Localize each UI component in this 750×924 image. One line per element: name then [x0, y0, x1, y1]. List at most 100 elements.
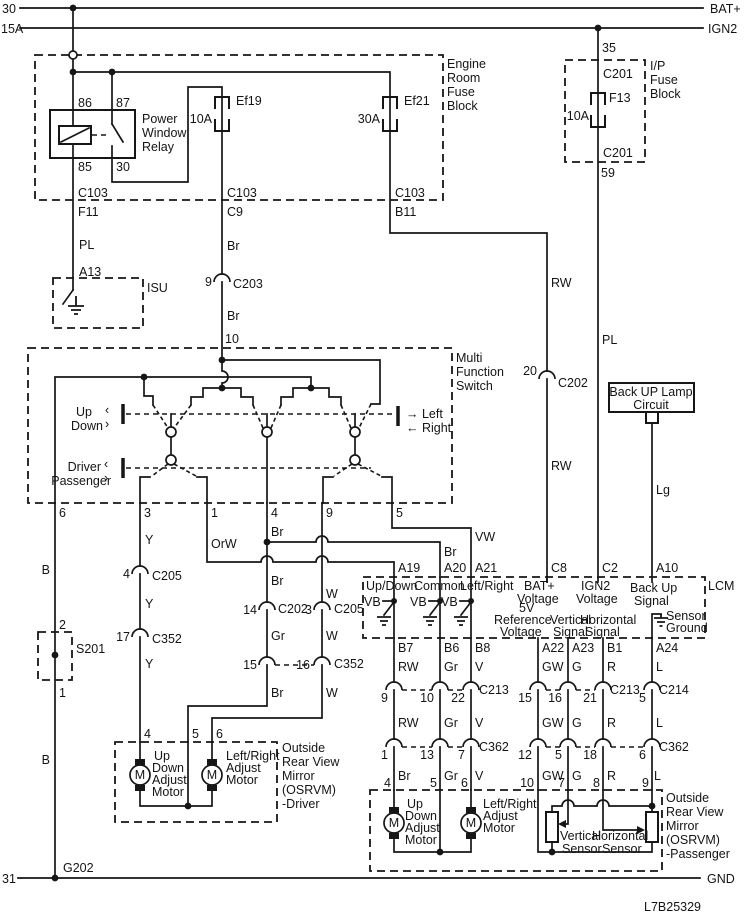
- connector-c205-3-arc: [313, 601, 331, 611]
- mfs-pin-9: 9: [326, 506, 333, 520]
- lcm-pin-c8: C8: [551, 561, 567, 575]
- drv-pin-4: 4: [144, 727, 151, 741]
- rail-31-label: 31: [2, 872, 16, 886]
- relay-label-2: Window: [142, 126, 187, 140]
- mfs-return-net: [54, 376, 342, 504]
- engine-block-label-3: Fuse: [447, 85, 475, 99]
- relay-label-3: Relay: [142, 140, 175, 154]
- wire-g-3: G: [572, 769, 582, 783]
- conn-c205-3-name: C205: [334, 602, 364, 616]
- wire-rw-2: RW: [551, 459, 572, 473]
- osrvm-driver-box: [114, 741, 278, 823]
- mfs-pin-6: 6: [59, 506, 66, 520]
- horiz-sensor-label-2: Sensor: [602, 842, 642, 856]
- rail-bat-label: BAT+: [710, 2, 741, 16]
- lcm-ign2-1: IGN2: [581, 579, 610, 593]
- pass-pin-4: 4: [384, 776, 391, 790]
- wire-orw: OrW: [211, 537, 237, 551]
- lcm-backup-2: Signal: [634, 594, 669, 608]
- wire-br-6: Br: [398, 769, 411, 783]
- rail-30-label: 30: [2, 2, 16, 16]
- conn-c103-f11-b: F11: [78, 205, 99, 219]
- coupler-tick-bars: [121, 404, 400, 478]
- isu-box: [52, 277, 144, 329]
- wires: [17, 7, 704, 879]
- relay-coil-slash: [59, 126, 91, 144]
- mfs-pin-stubs: [139, 476, 393, 504]
- dashed-couplers: [92, 134, 644, 748]
- engine-block-label-2: Room: [447, 71, 480, 85]
- mfs-updown-mark-2: ›: [105, 417, 109, 431]
- horizontal-sensor-wiper-arrow: [637, 826, 645, 834]
- conn-c103-b11-a: C103: [395, 186, 425, 200]
- mfs-pin-1: 1: [211, 506, 218, 520]
- conn-c213-pin-16: 16: [548, 691, 562, 705]
- engine-block-label-1: Engine: [447, 57, 486, 71]
- drv-motor2-label-3: Motor: [226, 773, 258, 787]
- fuse-f13-symbol: [590, 92, 606, 128]
- ip-fuse-block-box: [564, 59, 646, 163]
- drv-motor1-m: M: [135, 768, 145, 782]
- mfs-leftright-label-1: → Left: [406, 407, 443, 421]
- conn-c362-pin-18: 18: [583, 748, 597, 762]
- wire-y-1: Y: [145, 533, 154, 547]
- wire-y-3: Y: [145, 657, 154, 671]
- fuse-ef19-name: Ef19: [236, 94, 262, 108]
- connector-row-c213-c214-arcs: [385, 681, 661, 691]
- conn-c213-pin-9: 9: [381, 691, 388, 705]
- wire-l-1: L: [656, 660, 663, 674]
- relay-pin-30: 30: [116, 160, 130, 174]
- conn-c103-c9-b: C9: [227, 205, 243, 219]
- conn-c103-c9-a: C103: [227, 186, 257, 200]
- conn-c213-pin-22: 22: [451, 691, 465, 705]
- mfs-pin-3: 3: [144, 506, 151, 520]
- lcm-label: LCM: [708, 579, 734, 593]
- relay-switch-wires: [110, 86, 223, 183]
- lcm-vb-ground-icon-1: [377, 616, 391, 626]
- bat-feed-wires: [72, 7, 391, 291]
- lcm-output-columns: [393, 637, 653, 791]
- vert-sensor-label-1: Vertical: [560, 829, 601, 843]
- drv-box-label-2: Rear View: [282, 755, 340, 769]
- lcm-5v: 5V: [519, 601, 535, 615]
- s201-label: S201: [76, 642, 105, 656]
- pass-pin-10: 10: [520, 776, 534, 790]
- conn-c103-b11-b: B11: [395, 205, 416, 219]
- rail-gnd-label: GND: [707, 872, 735, 886]
- fuse-ef21-name: Ef21: [404, 94, 430, 108]
- relay-pin-87: 87: [116, 96, 130, 110]
- conn-c203-pin: 9: [205, 275, 212, 289]
- wire-l-2: L: [656, 716, 663, 730]
- wire-r-1: R: [607, 660, 616, 674]
- horizontal-sensor-body: [645, 811, 659, 843]
- lcm-sensor-ground-icon: [654, 614, 668, 627]
- lcm-vb-ground-icon-3: [454, 616, 468, 626]
- wire-rw-3: RW: [398, 660, 419, 674]
- drv-pin-5: 5: [192, 727, 199, 741]
- pass-pin-7: 7: [558, 776, 565, 790]
- lcm-updown: Up/Down: [366, 579, 417, 593]
- rail-ign2-label: IGN2: [708, 22, 737, 36]
- lcm-vb-ground-icon-2: [423, 616, 437, 626]
- conn-c213-pin-10: 10: [420, 691, 434, 705]
- drv-motor2-label-2: Adjust: [226, 761, 261, 775]
- lcm-vert-2: Signal: [553, 625, 588, 639]
- connector-group-links: [275, 664, 644, 748]
- fuse-ef19-symbol: [214, 96, 230, 132]
- pass-motor1-label-1: Up: [407, 797, 423, 811]
- lcm-pin-a21: A21: [475, 561, 497, 575]
- lcm-ign2-2: Voltage: [576, 592, 618, 606]
- wire-y-2: Y: [145, 597, 154, 611]
- drv-motor1-label-3: Adjust: [152, 773, 187, 787]
- drv-box-label-1: Outside: [282, 741, 325, 755]
- ip-block-label-2: Fuse: [650, 73, 678, 87]
- wire-br-4: Br: [271, 574, 284, 588]
- mfs-switch-throws: [151, 403, 382, 477]
- wire-v-2: V: [475, 716, 484, 730]
- vertical-sensor-wiper-arrow: [558, 820, 566, 828]
- junctions: [51, 4, 656, 882]
- fuse-ef21-symbol: [382, 96, 398, 132]
- lcm-vb-2: VB: [410, 595, 427, 609]
- mfs-label-2: Function: [456, 365, 504, 379]
- connector-c202-14-arc: [258, 601, 276, 611]
